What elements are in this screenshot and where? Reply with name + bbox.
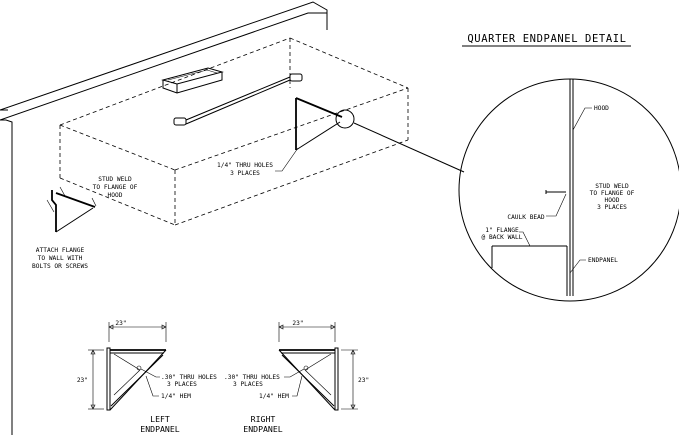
detail-caulk-bead-label: CAULK BEAD bbox=[507, 214, 545, 221]
left-width-dim: 23" bbox=[115, 320, 126, 327]
main-stud-weld-line2: TO FLANGE OF bbox=[93, 184, 138, 191]
detail-title: QUARTER ENDPANEL DETAIL bbox=[467, 33, 626, 45]
left-holes-leader bbox=[140, 368, 160, 378]
attach-flange-line2: TO WALL WITH bbox=[38, 255, 83, 262]
left-holes-line2: 3 PLACES bbox=[167, 381, 197, 388]
detail-leader-line bbox=[353, 122, 465, 173]
detail-circle bbox=[458, 78, 679, 302]
main-stud-weld-line3: HOOD bbox=[108, 192, 123, 199]
left-hem-leader bbox=[145, 375, 159, 397]
detail-flange-line2: @ BACK WALL bbox=[482, 234, 523, 241]
right-endpanel-title-line1: RIGHT bbox=[251, 414, 276, 424]
right-height-dim: 23" bbox=[358, 377, 369, 384]
thru-holes-leader bbox=[275, 147, 299, 172]
detail-endpanel-leader bbox=[569, 259, 586, 274]
left-endpanel-title-line1: LEFT bbox=[150, 414, 170, 424]
right-endpanel-title-line2: ENDPANEL bbox=[243, 424, 283, 434]
attach-flange-line1: ATTACH FLANGE bbox=[36, 247, 85, 254]
support-rail bbox=[173, 73, 303, 126]
left-endpanel-title-line2: ENDPANEL bbox=[140, 424, 180, 434]
grease-tray bbox=[161, 67, 224, 94]
right-holes-line1: .30" THRU HOLES bbox=[224, 374, 280, 381]
detail-endpanel-label: ENDPANEL bbox=[588, 257, 618, 264]
main-stud-weld-line1: STUD WELD bbox=[98, 176, 132, 183]
detail-flange-line1: 1" FLANGE bbox=[485, 227, 519, 234]
detail-caulk-leader bbox=[546, 193, 567, 217]
detail-stud-weld-line1: STUD WELD bbox=[595, 183, 629, 190]
back-wall bbox=[0, 1, 328, 435]
left-endpanel-drawing bbox=[88, 322, 167, 411]
detail-hood-leader bbox=[572, 107, 592, 131]
detail-callout-circle bbox=[335, 109, 355, 129]
main-thru-holes-line1: 1/4" THRU HOLES bbox=[217, 162, 273, 169]
wall-flange bbox=[46, 186, 97, 233]
left-height-dim: 23" bbox=[77, 377, 88, 384]
attach-flange-line3: BOLTS OR SCREWS bbox=[32, 263, 88, 270]
hood-endpanel bbox=[295, 97, 343, 151]
right-hem-label: 1/4" HEM bbox=[259, 393, 289, 400]
detail-stud-weld-line3: HOOD bbox=[605, 197, 620, 204]
detail-hood-label: HOOD bbox=[594, 105, 609, 112]
right-holes-line2: 3 PLACES bbox=[233, 381, 263, 388]
left-holes-line1: .30" THRU HOLES bbox=[161, 374, 217, 381]
right-endpanel-drawing bbox=[278, 322, 358, 411]
main-thru-holes-line2: 3 PLACES bbox=[230, 170, 260, 177]
detail-flange-leader bbox=[519, 231, 531, 247]
right-width-dim: 23" bbox=[292, 320, 303, 327]
detail-stud-weld-line2: TO FLANGE OF bbox=[590, 190, 635, 197]
right-hem-leader bbox=[292, 375, 303, 397]
left-hem-label: 1/4" HEM bbox=[161, 393, 191, 400]
right-holes-leader bbox=[284, 368, 305, 378]
hood-outline bbox=[59, 37, 409, 226]
detail-stud-weld-line4: 3 PLACES bbox=[597, 204, 627, 211]
